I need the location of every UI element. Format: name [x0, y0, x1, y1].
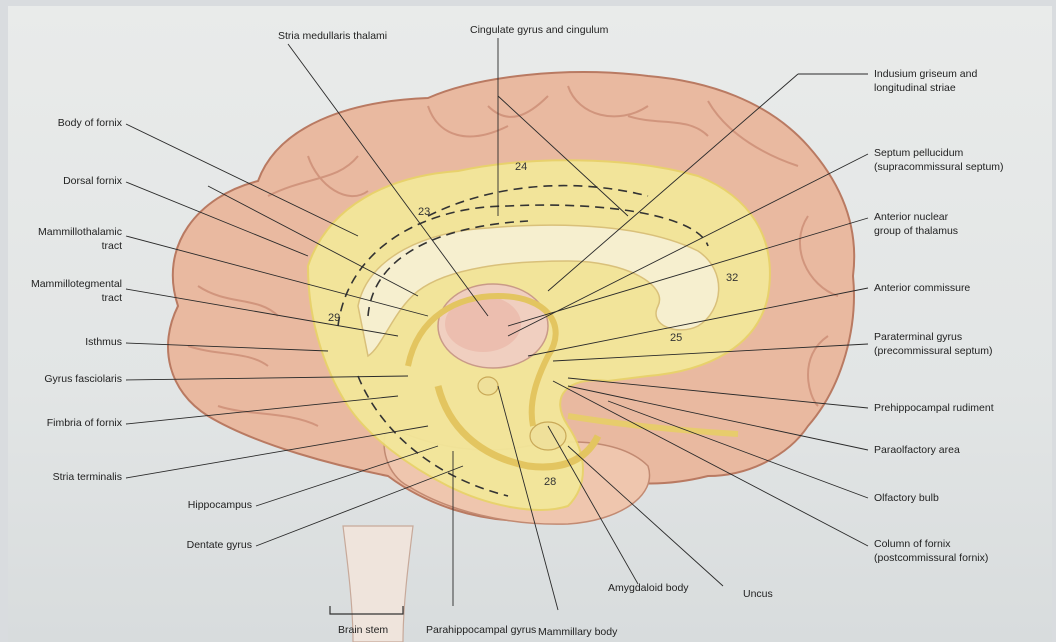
label-body-of-fornix: Body of fornix [18, 117, 122, 130]
label-fimbria-of-fornix: Fimbria of fornix [18, 417, 122, 430]
label-mammillotegmental-1: Mammillotegmental [18, 278, 122, 291]
area-24: 24 [515, 161, 527, 173]
label-septum-pellucidum: Septum pellucidum [874, 147, 963, 160]
label-parahippocampal-gyrus: Parahippocampal gyrus [426, 624, 536, 637]
label-indusium-griseum: Indusium griseum and [874, 68, 977, 81]
label-anterior-commissure: Anterior commissure [874, 282, 970, 295]
label-uncus: Uncus [743, 588, 773, 601]
label-mammillothalamic-1: Mammillothalamic [18, 226, 122, 239]
label-brain-stem: Brain stem [338, 624, 388, 637]
label-supracommissural-septum: (supracommissural septum) [874, 161, 1004, 174]
label-isthmus: Isthmus [18, 336, 122, 349]
area-23: 23 [418, 206, 430, 218]
area-32: 32 [726, 272, 738, 284]
label-paraterminal-gyrus-1: Paraterminal gyrus [874, 331, 962, 344]
label-indusium-rest: griseum and [917, 68, 978, 80]
label-mammillothalamic-2: tract [18, 240, 122, 253]
label-paraolfactory-area: Paraolfactory area [874, 444, 960, 457]
label-stria-terminalis: Stria terminalis [18, 471, 122, 484]
label-anterior-nuclear-2: group of thalamus [874, 225, 958, 238]
label-dentate-gyrus: Dentate gyrus [138, 539, 252, 552]
area-29: 29 [328, 312, 340, 324]
label-column-of-fornix-1: Column of fornix [874, 538, 950, 551]
label-septum-faded: Septum [874, 147, 910, 159]
label-dorsal-fornix: Dorsal fornix [18, 175, 122, 188]
label-hippocampus: Hippocampus [138, 499, 252, 512]
label-anterior-nuclear-1: Anterior nuclear [874, 211, 948, 224]
area-25: 25 [670, 332, 682, 344]
label-stria-medullaris: Stria medullaris thalami [278, 30, 387, 43]
label-amygdaloid-body: Amygdaloid body [608, 582, 689, 595]
label-indusium-faded: Indusium [874, 68, 917, 80]
label-mammillotegmental-2: tract [18, 292, 122, 305]
label-mammillary-body: Mammillary body [538, 626, 617, 639]
label-pellucidum: pellucidum [910, 147, 963, 159]
mammillary-body [478, 377, 498, 395]
label-cingulate-gyrus: Cingulate gyrus and cingulum [470, 24, 608, 37]
label-striae: striae [927, 82, 956, 94]
label-longitudinal-faded: longitudinal [874, 82, 927, 94]
area-28: 28 [544, 476, 556, 488]
label-prehippocampal-rudiment: Prehippocampal rudiment [874, 402, 994, 415]
label-longitudinal-striae: longitudinal striae [874, 82, 956, 95]
label-paraterminal-gyrus-2: (precommissural septum) [874, 345, 992, 358]
textbook-page: 23 24 25 28 29 32 Body of fornix Dorsal … [8, 6, 1052, 642]
label-column-of-fornix-2: (postcommissural fornix) [874, 552, 988, 565]
label-olfactory-bulb: Olfactory bulb [874, 492, 939, 505]
label-gyrus-fasciolaris: Gyrus fasciolaris [18, 373, 122, 386]
